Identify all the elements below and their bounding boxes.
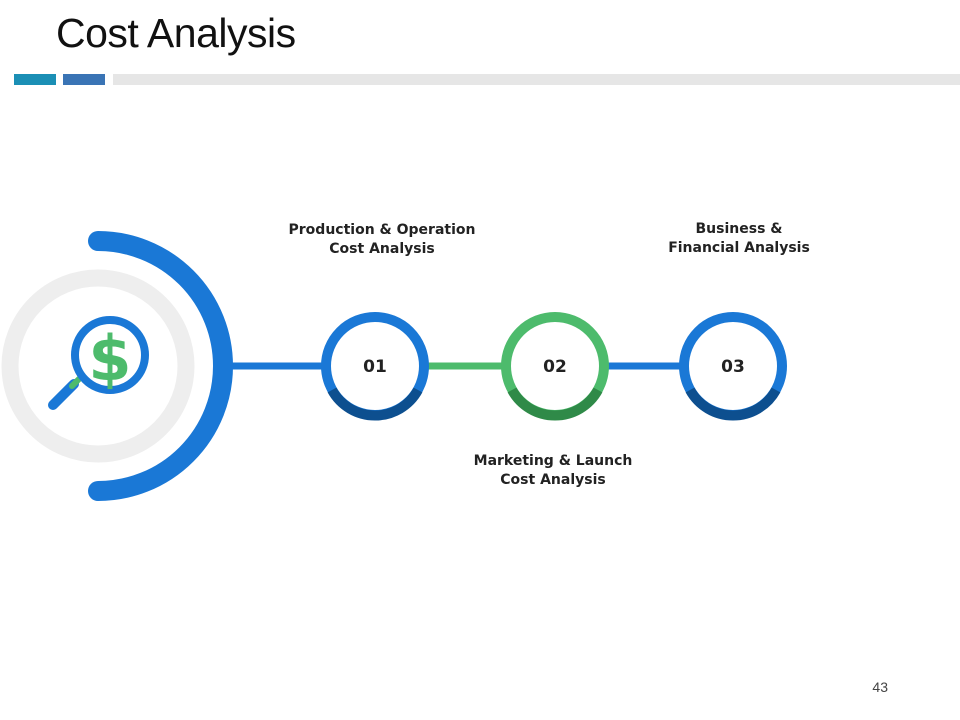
step-label-01: Production & Operation Cost Analysis <box>252 221 512 259</box>
step-number: 01 <box>363 357 387 377</box>
step-label-line: Business & <box>695 221 783 237</box>
step-label-line: Production & Operation <box>288 222 476 238</box>
svg-text:$: $ <box>88 322 131 395</box>
step-02: 02 <box>501 312 609 421</box>
page-number: 43 <box>872 679 888 695</box>
header-accent-blue <box>63 74 105 85</box>
step-label-02: Marketing & Launch Cost Analysis <box>423 452 683 490</box>
step-label-03: Business & Financial Analysis <box>609 220 869 258</box>
step-label-line: Financial Analysis <box>668 240 810 256</box>
step-number: 02 <box>543 357 567 377</box>
step-label-line: Marketing & Launch <box>473 453 633 469</box>
step-01: 01 <box>321 312 429 421</box>
step-number: 03 <box>721 357 745 377</box>
slide-title: Cost Analysis <box>56 10 296 56</box>
header-divider <box>113 74 960 85</box>
dollar-magnifier-icon: $ <box>48 316 149 410</box>
hub-arc <box>88 231 233 501</box>
step-label-line: Cost Analysis <box>500 472 606 488</box>
header-accent-teal <box>14 74 56 85</box>
step-label-line: Cost Analysis <box>329 241 435 257</box>
step-03: 03 <box>679 312 787 421</box>
hub-ring <box>1 269 195 463</box>
